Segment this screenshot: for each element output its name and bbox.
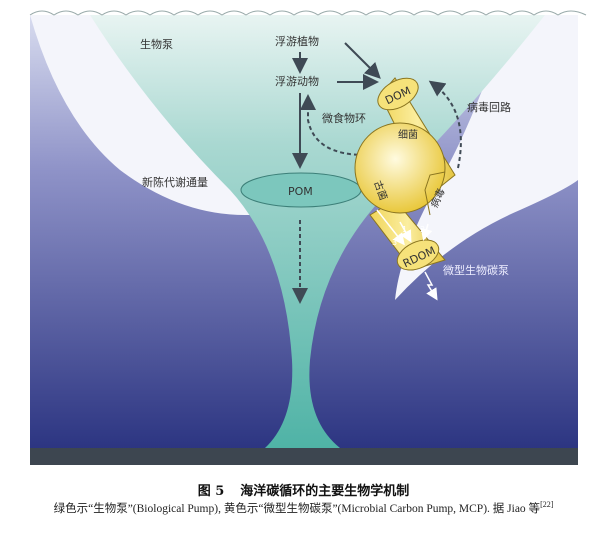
right-light-region: [395, 15, 578, 300]
label-path-2: 2: [420, 225, 425, 234]
ocean-carbon-diagram: 生物泵 浮游植物 浮游动物 微食物环 病毒回路 新陈代谢通量 POM DOM R…: [29, 10, 587, 465]
label-path-1: 1: [402, 225, 407, 234]
figure-caption-title: 图 5 海洋碳循环的主要生物学机制: [0, 480, 607, 499]
arrow-path-3: [376, 209, 405, 246]
arrow-mcp-sink: [424, 271, 438, 301]
label-zooplankton: 浮游动物: [275, 74, 319, 88]
rdom-cap: [396, 239, 440, 271]
caption-body: 绿色示“生物泵”(Biological Pump), 黄色示“微型生物碳泵”(M…: [53, 503, 541, 515]
label-mcp: 微型生物碳泵: [443, 263, 509, 277]
arrow-microbial-loop: [300, 94, 366, 156]
label-bacteria: 细菌: [398, 128, 418, 141]
bacteria-sphere: [354, 122, 446, 214]
arrow-path-2: [420, 223, 433, 241]
arrow-phyto-dom: [344, 42, 381, 79]
virus-segment: [424, 171, 446, 216]
left-light-region: [30, 15, 250, 215]
arrow-viral-loop: [428, 80, 462, 169]
label-pom: POM: [288, 185, 313, 198]
figure-number: 图 5: [197, 484, 225, 499]
seafloor: [30, 448, 578, 465]
label-phytoplankton: 浮游植物: [275, 34, 319, 48]
sea-surface-wave: [29, 10, 587, 16]
label-bio-pump: 生物泵: [140, 37, 173, 51]
label-microbial-loop: 微食物环: [322, 111, 366, 125]
arrow-path-1: [399, 221, 412, 243]
biological-pump-funnel: [90, 15, 545, 448]
label-path-3: 3: [392, 238, 397, 247]
label-metabolic-flux: 新陈代谢通量: [142, 175, 208, 189]
dom-cap: [377, 77, 419, 111]
figure-title: 海洋碳循环的主要生物学机制: [240, 484, 410, 499]
label-viral-loop: 病毒回路: [467, 100, 511, 114]
figure-caption-text: 绿色示“生物泵”(Biological Pump), 黄色示“微型生物碳泵”(M…: [0, 500, 607, 516]
caption-reference: [22]: [540, 500, 554, 510]
